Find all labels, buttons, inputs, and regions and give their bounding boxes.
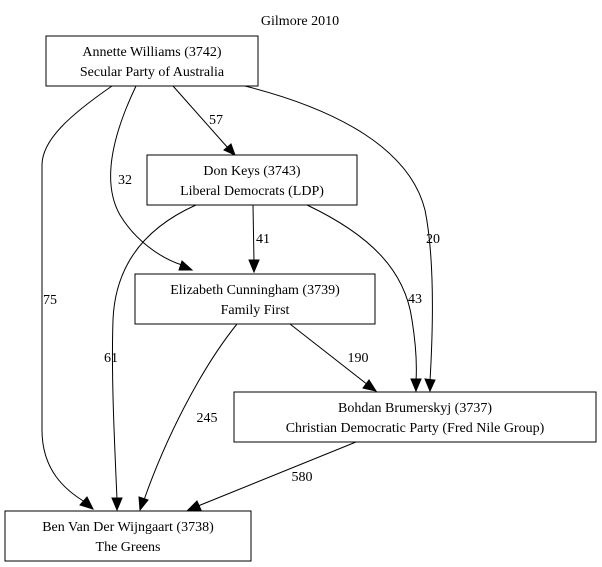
edge-label: 245 [197, 411, 218, 426]
edge-don-ben: 61 [104, 204, 197, 512]
node-name: Ben Van Der Wijngaart (3738) [42, 520, 214, 535]
edge-label: 32 [118, 173, 132, 188]
node-elizabeth-cunningham: Elizabeth Cunningham (3739) Family First [134, 273, 376, 325]
node-name: Annette Williams (3742) [82, 45, 221, 60]
edge-elizabeth-bohdan: 190 [289, 323, 378, 392]
node-party: Liberal Democrats (LDP) [180, 184, 324, 199]
node-name: Bohdan Brumerskyj (3737) [338, 401, 492, 416]
edge-label: 190 [348, 351, 369, 366]
edge-label: 20 [426, 232, 440, 247]
edge-label: 57 [209, 113, 223, 128]
node-party: Christian Democratic Party (Fred Nile Gr… [286, 421, 545, 436]
edge-label: 43 [408, 292, 422, 307]
edge-don-elizabeth: 41 [248, 204, 270, 274]
edge-annette-don: 57 [172, 85, 236, 156]
node-party: The Greens [96, 540, 161, 555]
node-bohdan-brumerskyj: Bohdan Brumerskyj (3737) Christian Democ… [233, 391, 597, 443]
node-ben-van-der-wijngaart: Ben Van Der Wijngaart (3738) The Greens [4, 510, 252, 562]
edge-don-bohdan: 43 [306, 204, 422, 393]
node-don-keys: Don Keys (3743) Liberal Democrats (LDP) [146, 154, 358, 206]
edge-annette-ben: 75 [41, 85, 113, 510]
edge-label: 580 [292, 470, 313, 485]
edge-annette-elizabeth: 32 [110, 85, 194, 271]
edge-label: 41 [256, 232, 270, 247]
edge-elizabeth-ben: 245 [138, 323, 238, 512]
node-name: Don Keys (3743) [203, 164, 301, 179]
node-annette-williams: Annette Williams (3742) Secular Party of… [45, 35, 259, 87]
edge-label: 75 [43, 293, 57, 308]
edge-bohdan-ben: 580 [186, 441, 357, 511]
node-name: Elizabeth Cunningham (3739) [170, 283, 340, 298]
edge-annette-bohdan: 20 [244, 85, 440, 393]
node-party: Family First [221, 303, 290, 318]
node-party: Secular Party of Australia [80, 65, 225, 80]
edge-label: 61 [104, 351, 118, 366]
diagram-title: Gilmore 2010 [261, 14, 339, 29]
